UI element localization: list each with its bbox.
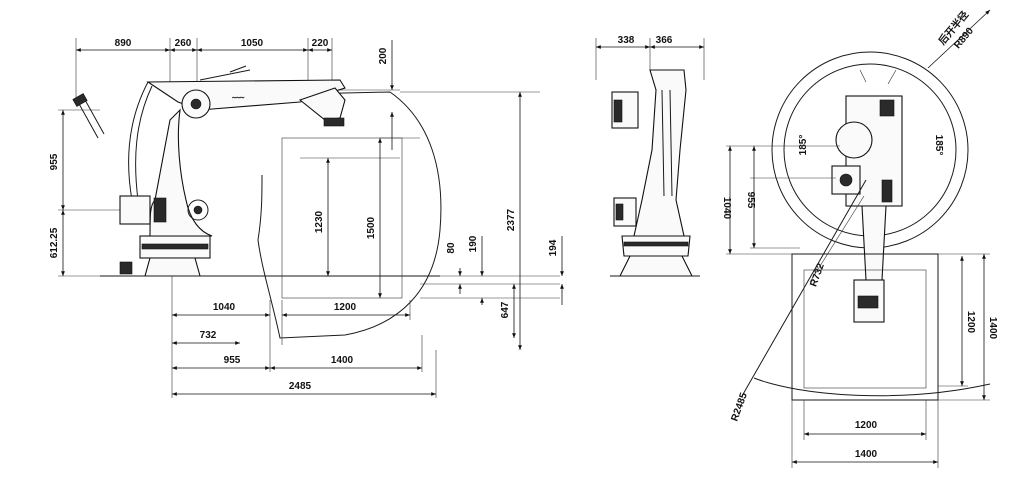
dim-1400-h-label: 1400 [855,449,878,460]
dim-1040-top-label: 1040 [721,197,732,220]
dim-1050-label: 1050 [241,38,264,49]
front-base [619,255,693,277]
dim-1040-label: 1040 [213,302,236,313]
motor-housing-left [119,195,151,225]
dim-1200-h-label: 1200 [855,420,878,431]
work-envelope [257,91,442,339]
dim-260-label: 260 [175,38,192,49]
dim-1200-label: 1200 [334,302,357,313]
ground-dims: 80 190 194 647 [420,235,564,338]
top-pallet [803,269,927,389]
front-column [633,69,687,237]
dim-1230-label: 1230 [314,210,325,233]
top-view: R890 后开半径 185° 185° 1040 955 R732 R2485 [721,8,998,468]
dim-647-label: 647 [500,301,511,318]
dim-200-label: 200 [378,47,389,64]
right-vertical-dims: 1230 1500 2377 [300,92,522,350]
front-view: 338 366 [595,35,705,277]
dim-955-top-label: 955 [745,192,756,209]
dim-190-label: 190 [468,235,479,252]
dim-890-label: 890 [115,38,132,49]
dim-366-label: 366 [656,35,673,46]
dim-732-label: 732 [200,330,217,341]
side-view: 890 260 1050 220 200 955 612.25 [49,38,564,398]
wrist [298,87,346,121]
angle-right-label: 185° [933,135,944,156]
dim-1400-v-label: 1400 [987,317,998,340]
svg-text:~~~: ~~~ [232,95,244,102]
dim-220-label: 220 [312,38,329,49]
counterweight [72,93,105,139]
side-top-dimension-chain: 890 260 1050 220 [75,38,333,100]
dim-2485-label: 2485 [289,381,312,392]
dim-80-label: 80 [446,242,457,254]
dim-2377-label: 2377 [506,208,517,231]
dim-955-label: 955 [49,153,60,170]
dim-955-bottom-label: 955 [224,355,241,366]
dim-1200-v-label: 1200 [965,311,976,334]
dim-200: 200 [336,40,400,150]
dim-r732-label: R732 [808,262,827,289]
end-effector [323,117,345,127]
dim-612-label: 612.25 [49,227,60,258]
dim-1500-label: 1500 [366,216,377,239]
angle-left-label: 185° [798,135,809,156]
dim-r2485-label: R2485 [729,391,750,423]
work-area-box [281,137,403,299]
side-bottom-dims: 1040 1200 732 955 1400 2485 [171,276,437,398]
dim-194-label: 194 [548,239,559,256]
dim-1400-label: 1400 [331,355,354,366]
dim-338-label: 338 [618,35,635,46]
robot-base [119,235,211,277]
top-arm [861,205,887,281]
parallel-link [128,81,149,201]
top-work-area [791,253,939,401]
left-vertical-dims: 955 612.25 [49,109,120,277]
